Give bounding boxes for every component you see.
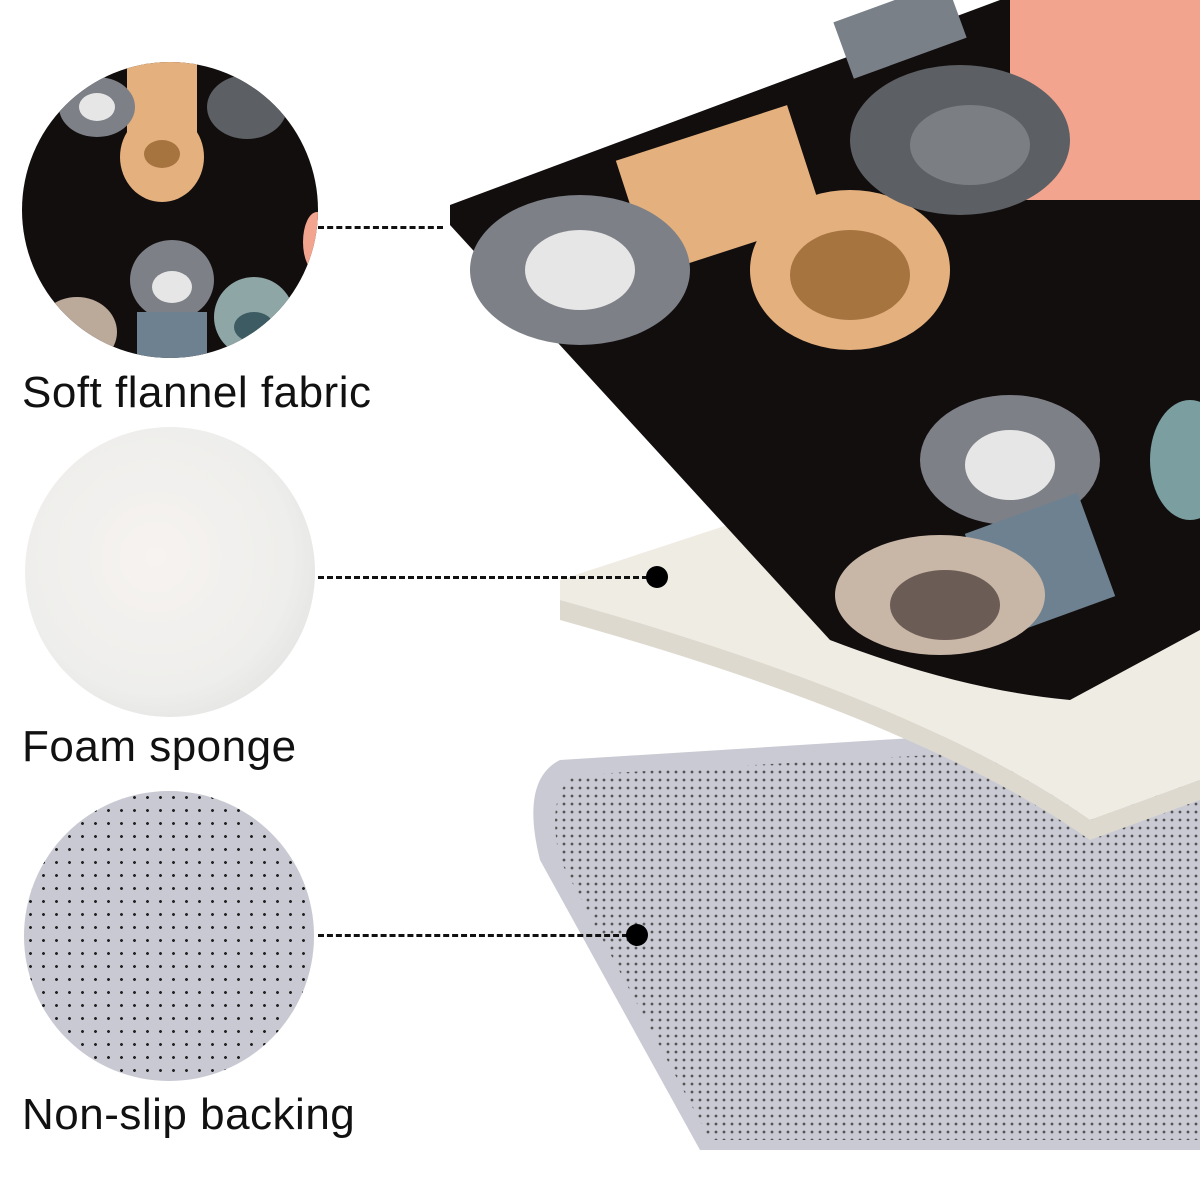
- foam-swatch: [25, 427, 315, 717]
- flannel-connector-line: [318, 226, 443, 229]
- layer-label-flannel: Soft flannel fabric: [22, 368, 372, 417]
- foam-marker-dot: [646, 566, 668, 588]
- foam-connector-line: [318, 576, 648, 579]
- backing-connector-line: [318, 934, 628, 937]
- backing-marker-dot: [626, 924, 648, 946]
- layer-label-backing: Non-slip backing: [22, 1090, 356, 1139]
- mat-layers-illustration: [450, 0, 1200, 1150]
- flannel-swatch: [22, 62, 318, 358]
- backing-swatch: [24, 791, 314, 1081]
- layer-label-foam: Foam sponge: [22, 722, 297, 771]
